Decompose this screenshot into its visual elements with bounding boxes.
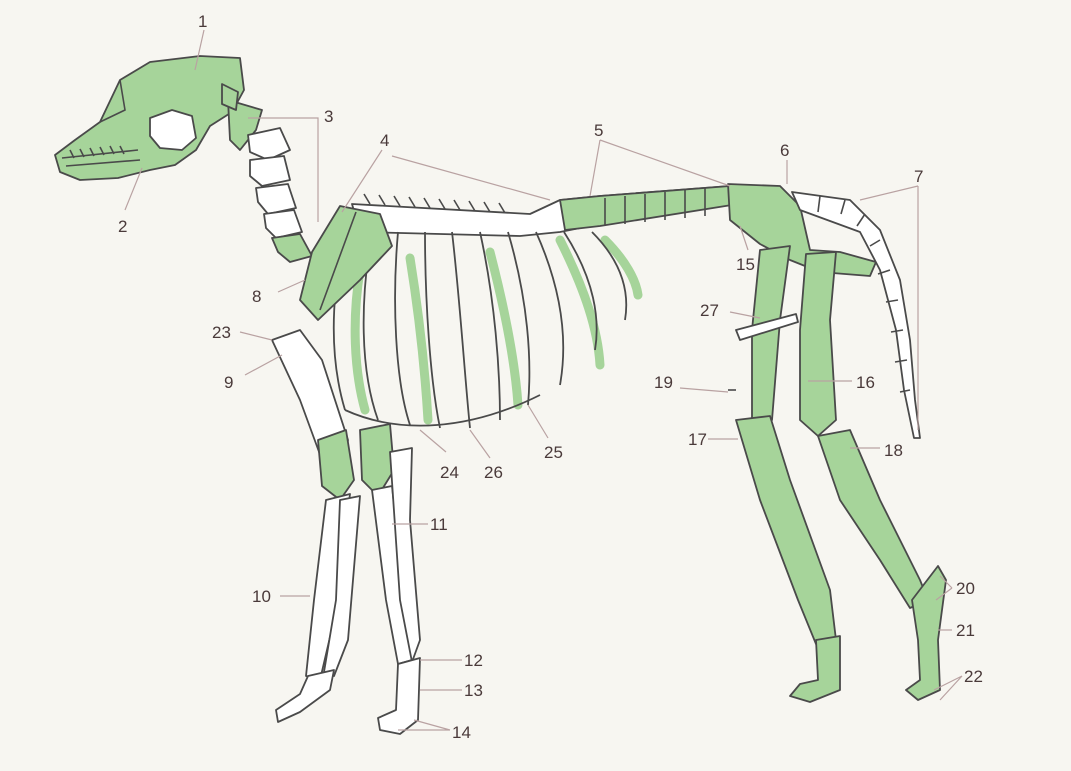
- label-17: 17: [688, 430, 707, 449]
- label-13: 13: [464, 681, 483, 700]
- skull: [55, 56, 262, 180]
- label-19: 19: [654, 373, 673, 392]
- label-27: 27: [700, 301, 719, 320]
- label-10: 10: [252, 587, 271, 606]
- label-24: 24: [440, 463, 459, 482]
- rib-cage: [334, 232, 638, 428]
- label-3: 3: [324, 107, 333, 126]
- label-1: 1: [198, 12, 207, 31]
- label-11: 11: [430, 515, 448, 534]
- label-23: 23: [212, 323, 231, 342]
- label-6: 6: [780, 141, 789, 160]
- label-7: 7: [914, 167, 923, 186]
- label-18: 18: [884, 441, 903, 460]
- label-20: 20: [956, 579, 975, 598]
- cervical-vertebrae: [248, 128, 312, 262]
- spine: [352, 186, 740, 236]
- label-16: 16: [856, 373, 875, 392]
- label-8: 8: [252, 287, 261, 306]
- label-9: 9: [224, 373, 233, 392]
- label-22: 22: [964, 667, 983, 686]
- label-14: 14: [452, 723, 471, 742]
- label-15: 15: [736, 255, 755, 274]
- label-2: 2: [118, 217, 127, 236]
- hindlimbs: [728, 184, 946, 702]
- label-4: 4: [380, 131, 389, 150]
- label-12: 12: [464, 651, 483, 670]
- label-25: 25: [544, 443, 563, 462]
- label-21: 21: [956, 621, 975, 640]
- label-26: 26: [484, 463, 503, 482]
- label-5: 5: [594, 121, 603, 140]
